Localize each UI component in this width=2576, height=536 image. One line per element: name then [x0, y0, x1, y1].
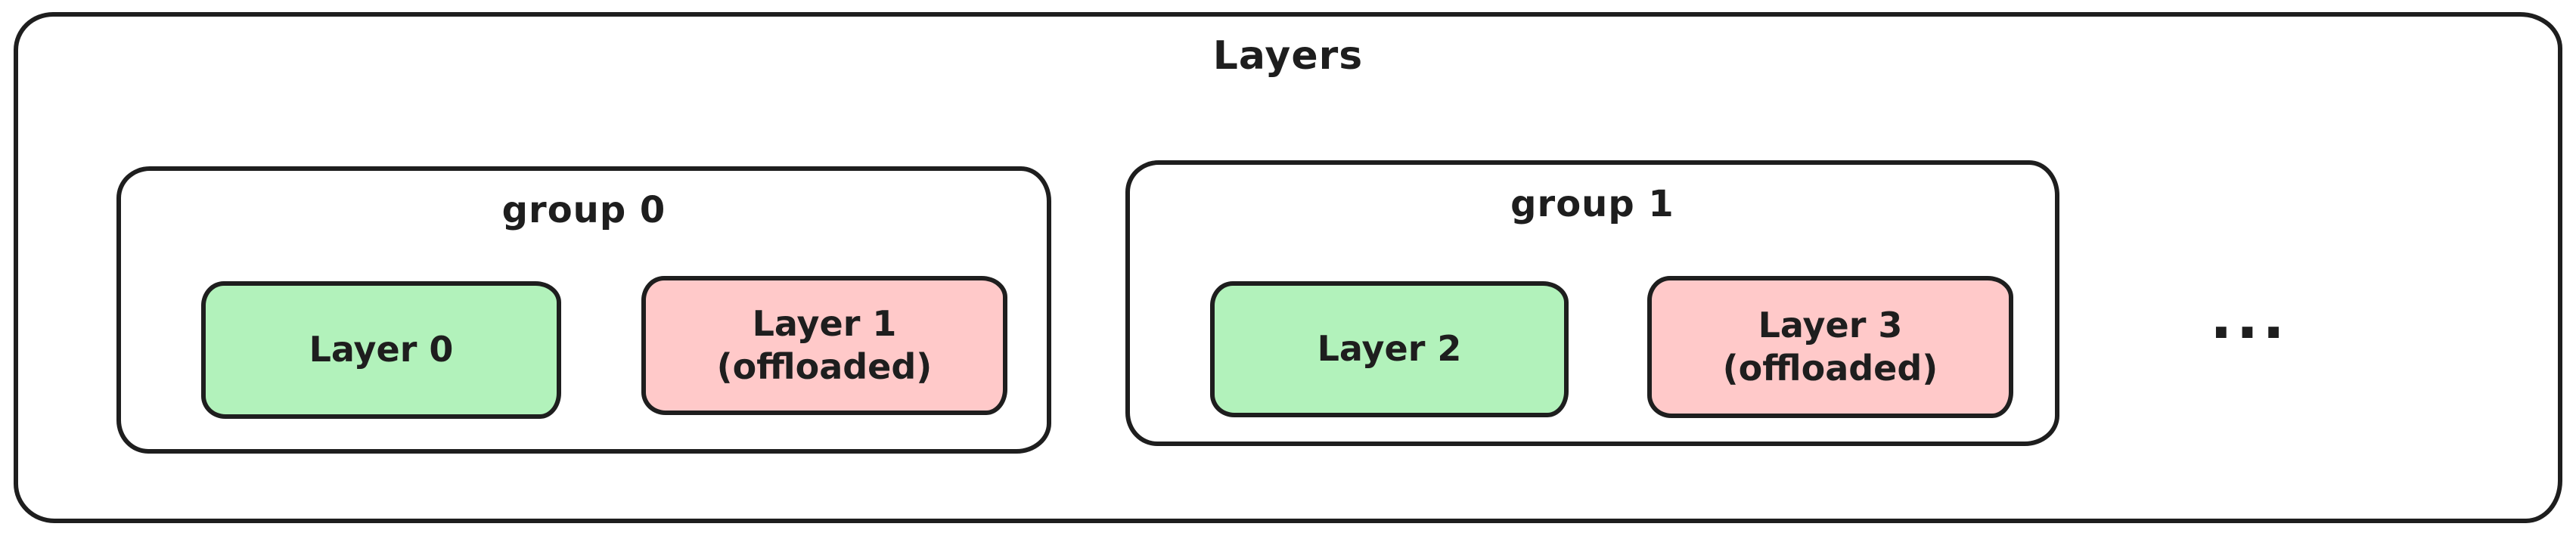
more-groups-ellipsis: ... [2210, 284, 2289, 353]
group-0-label: group 0 [501, 189, 666, 231]
layer-1-label: Layer 1 [752, 302, 897, 344]
layer-node-2: Layer 2 [1210, 281, 1569, 417]
layer-2-label: Layer 2 [1317, 328, 1462, 370]
group-box-1: group 1 Layer 2 Layer 3 (offloaded) [1125, 160, 2059, 446]
layers-container: Layers group 0 Layer 0 Layer 1 (offloade… [14, 12, 2562, 523]
layer-node-1: Layer 1 (offloaded) [641, 276, 1007, 415]
layers-title: Layers [1212, 33, 1364, 79]
layer-0-label: Layer 0 [309, 329, 454, 370]
layer-1-offloaded-note: (offloaded) [716, 346, 933, 387]
group-1-label: group 1 [1510, 183, 1674, 225]
layer-node-0: Layer 0 [201, 281, 561, 419]
group-box-0: group 0 Layer 0 Layer 1 (offloaded) [116, 166, 1051, 454]
layer-node-3: Layer 3 (offloaded) [1647, 276, 2013, 418]
layer-3-offloaded-note: (offloaded) [1722, 348, 1938, 389]
layer-3-label: Layer 3 [1758, 304, 1903, 345]
